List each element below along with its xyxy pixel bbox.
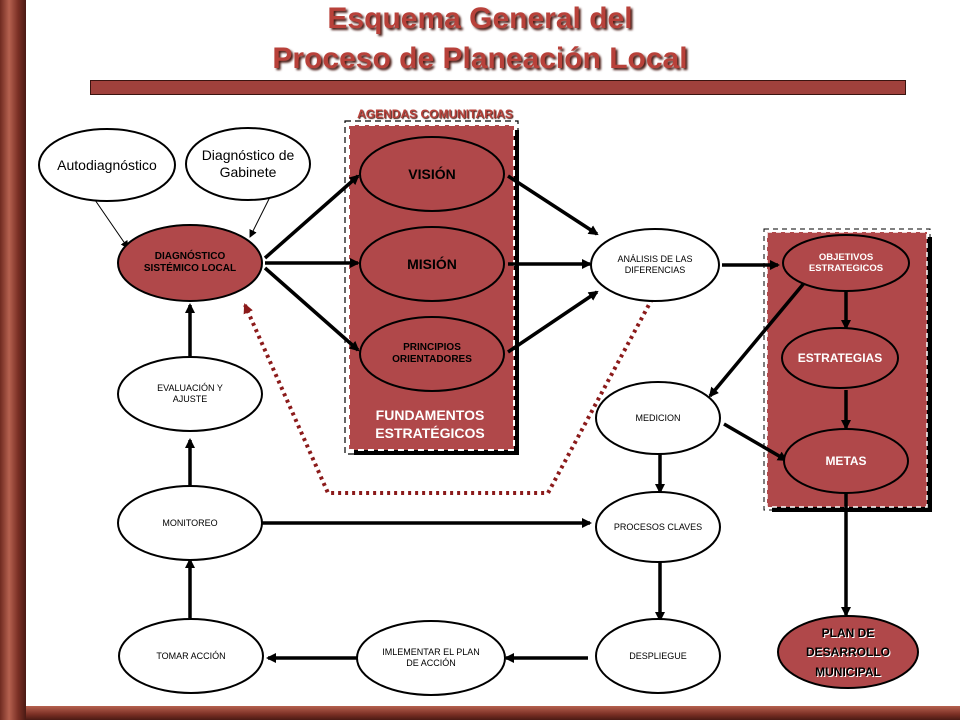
autodiagnostico-node (38, 128, 176, 202)
diagnostico-gabinete-node (185, 127, 311, 201)
arrow-principios-analisis (507, 290, 599, 354)
vision-label: VISIÓN (408, 165, 456, 182)
evaluacion-node (117, 356, 263, 432)
medicion-node (595, 381, 721, 455)
metas-node (783, 428, 909, 494)
feedback-dotted-path (243, 298, 654, 495)
arrow-vision-analisis (507, 174, 599, 236)
mision-label: MISIÓN (407, 255, 457, 272)
evaluacion-label: EVALUACIÓN Y AJUSTE (157, 383, 223, 404)
principios-label: PRINCIPIOS ORIENTADORES (392, 342, 472, 365)
estrategias-label: ESTRATEGIAS (797, 350, 883, 365)
title-line-2: Proceso de Planeación Local (272, 42, 688, 75)
objetivos-label: OBJETIVOS ESTRATEGICOS (808, 251, 884, 274)
arrow-objetivos-medicion (708, 280, 807, 398)
left-decor-bar (0, 0, 26, 720)
medicion-label: MEDICION (635, 412, 681, 423)
arrow-diag-principios (263, 266, 360, 352)
agendas-label: AGENDAS COMUNITARIAS (357, 107, 513, 121)
arrow-medicion-metas (723, 422, 788, 462)
plan-node (777, 615, 919, 689)
diagnostico-sistemico-label: DIAGNÓSTICO SISTÉMICO LOCAL (143, 251, 237, 274)
implementar-node (356, 620, 506, 696)
arrow-autodiag-diag (94, 199, 129, 249)
despliegue-node (595, 618, 721, 694)
plan-label: PLAN DE DESARROLLO MUNICIPAL (806, 626, 890, 679)
objetivos-node (782, 234, 910, 292)
analisis-node (590, 228, 720, 302)
title-rule (90, 80, 906, 95)
tomar-accion-label: TOMAR ACCIÓN (156, 650, 226, 661)
arrow-diag-vision (263, 174, 360, 260)
despliegue-label: DESPLIEGUE (629, 650, 687, 661)
vision-node (359, 136, 505, 212)
estrategias-node (781, 327, 899, 389)
diagnostico-sistemico-node (117, 224, 263, 302)
title-line-1: Esquema General del (327, 2, 633, 35)
bottom-decor-bar (26, 706, 960, 720)
implementar-label: IMLEMENTAR EL PLAN DE ACCIÓN (382, 647, 480, 668)
arrow-gabinete-diag (249, 196, 271, 238)
monitoreo-label: MONITOREO (162, 517, 218, 528)
tomar-accion-node (118, 618, 264, 694)
diagnostico-gabinete-label: Diagnóstico de Gabinete (201, 147, 295, 180)
procesos-label: PROCESOS CLAVES (613, 521, 703, 532)
monitoreo-node (117, 485, 263, 561)
autodiagnostico-label: Autodiagnóstico (57, 156, 157, 173)
fundamentos-label: FUNDAMENTOS ESTRATÉGICOS (375, 407, 485, 442)
metas-label: METAS (825, 453, 867, 468)
principios-node (359, 316, 505, 392)
mision-node (359, 226, 505, 302)
procesos-node (595, 491, 721, 563)
analisis-label: ANÁLISIS DE LAS DIFERENCIAS (617, 254, 693, 275)
